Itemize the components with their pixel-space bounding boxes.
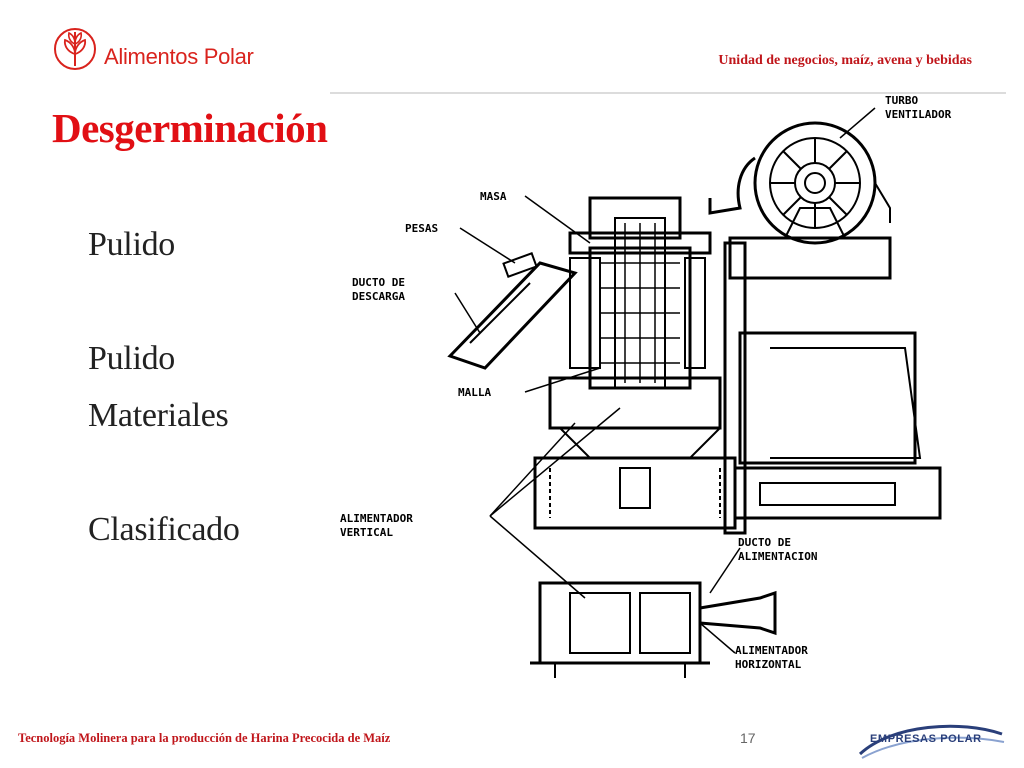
empresas-polar-logo [858,724,1005,759]
list-item: Pulido [88,340,176,377]
degerminator-diagram: TURBO VENTILADOR MASA PESAS DUCTO DE DES… [340,94,952,678]
alimentos-polar-logo [54,28,96,70]
label-ducto-de: DUCTO DE [352,276,405,289]
page-number: 17 [740,730,756,746]
label-ducto-de-alimentacion: DUCTO DE [738,536,791,549]
slide-title: Desgerminación [52,105,328,151]
label-malla: MALLA [458,386,491,399]
label-ventilador: VENTILADOR [885,108,952,121]
label-masa: MASA [480,190,507,203]
label-descarga: DESCARGA [352,290,405,303]
list-item: Pulido [88,226,176,263]
label-alimentacion: ALIMENTACION [738,550,817,563]
label-horizontal: HORIZONTAL [735,658,802,671]
footer-course-title: Tecnología Molinera para la producción d… [18,731,391,745]
label-alimentador-horizontal: ALIMENTADOR [735,644,808,657]
label-pesas: PESAS [405,222,438,235]
label-alimentador-vertical: ALIMENTADOR [340,512,413,525]
label-turbo: TURBO [885,94,918,107]
header-divider [330,92,1006,94]
label-vertical: VERTICAL [340,526,393,539]
business-unit-label: Unidad de negocios, maíz, avena y bebida… [718,53,972,68]
logo-text: Alimentos Polar [104,44,254,69]
list-item: Materiales [88,397,229,434]
list-item: Clasificado [88,511,240,548]
corp-logo-text: EMPRESAS POLAR [870,733,982,745]
